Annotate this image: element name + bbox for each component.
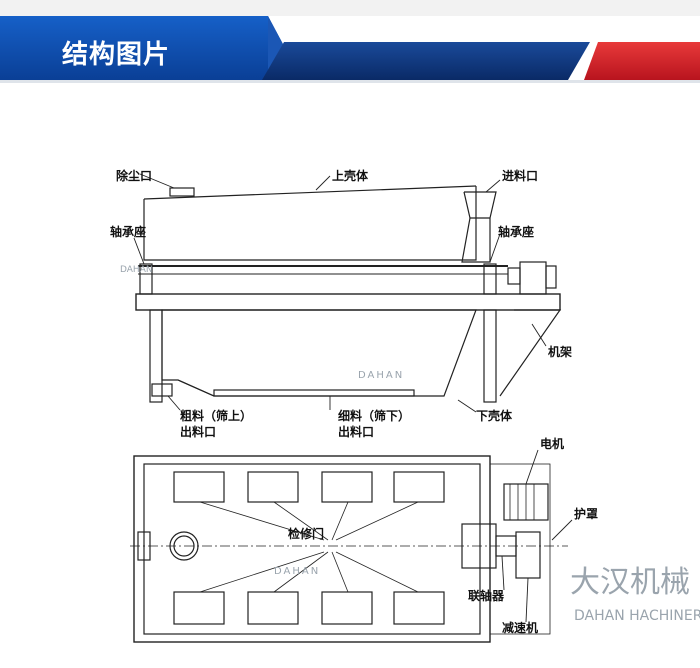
label-upper-shell: 上壳体 xyxy=(332,168,369,183)
label-frame: 机架 xyxy=(548,344,572,359)
section-title: 结构图片 xyxy=(62,40,171,70)
label-bearing-seat-right: 轴承座 xyxy=(498,224,534,239)
banner-graphic xyxy=(0,0,700,100)
lower-shell xyxy=(161,309,477,397)
trommel-drawing: 除尘口 上壳体 进料口 轴承座 轴承座 机架 粗料（筛上） 出料口 细料（筛下）… xyxy=(110,168,700,643)
watermark-brand-cn: 大汉机械 xyxy=(570,565,690,600)
label-feed-inlet: 进料口 xyxy=(502,168,538,183)
drive-coupling-side xyxy=(507,267,521,285)
frame-bracing xyxy=(499,309,562,397)
plan-inner-frame xyxy=(143,463,481,635)
label-coarse-outlet-2: 出料口 xyxy=(180,424,216,439)
label-motor: 电机 xyxy=(540,436,564,451)
feed-inlet xyxy=(463,191,497,219)
label-lower-shell: 下壳体 xyxy=(476,408,513,423)
label-coarse-outlet-1: 粗料（筛上） xyxy=(180,408,252,423)
label-fine-outlet-1: 细料（筛下） xyxy=(338,408,410,423)
label-guard: 护罩 xyxy=(574,506,598,521)
plan-reducer xyxy=(515,531,541,579)
inspection-doors-top xyxy=(173,471,445,503)
frame-leg-right xyxy=(483,309,497,403)
label-fine-outlet-2: 出料口 xyxy=(338,424,374,439)
label-dust-outlet: 除尘口 xyxy=(116,168,152,183)
label-reducer: 减速机 xyxy=(502,620,538,635)
section-header-banner: 结构图片 xyxy=(0,0,700,100)
label-bearing-seat-left: 轴承座 xyxy=(110,224,146,239)
structure-diagram: 除尘口 上壳体 进料口 轴承座 轴承座 机架 粗料（筛上） 出料口 细料（筛下）… xyxy=(38,100,700,664)
watermark-brand-en: DAHAN HACHINERY xyxy=(574,608,700,624)
plan-outer-frame xyxy=(133,455,491,643)
upper-shell xyxy=(143,186,477,261)
end-view-circle xyxy=(169,531,199,561)
plan-guard xyxy=(489,463,551,635)
inspection-doors-bottom xyxy=(173,591,445,625)
watermark-2: DAHAN xyxy=(358,370,404,381)
bearing-seat-right-shape xyxy=(483,263,497,295)
label-coupling: 联轴器 xyxy=(468,588,505,603)
upper-shell-top xyxy=(143,185,477,200)
drive-reducer-side xyxy=(519,261,547,295)
fine-outlet xyxy=(213,389,415,397)
frame-leg-left xyxy=(149,309,163,403)
coarse-outlet xyxy=(151,383,173,397)
label-inspection-door: 检修门 xyxy=(288,526,324,541)
watermark-1: DAHAN xyxy=(120,265,153,275)
dust-outlet xyxy=(169,187,195,197)
watermark-3: DAHAN xyxy=(274,566,320,577)
frame-beam xyxy=(135,293,561,311)
